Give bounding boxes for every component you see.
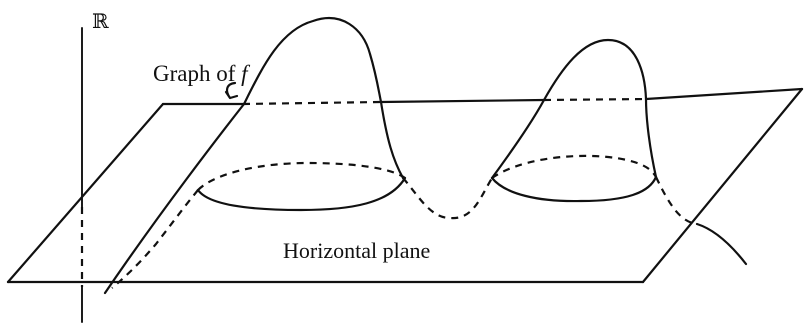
- horizontal-plane-label: Horizontal plane: [283, 238, 431, 263]
- plane-back-edge-hidden-2: [543, 97, 647, 102]
- right-ellipse-front: [490, 175, 658, 203]
- right-ellipse-back: [491, 154, 657, 179]
- graph-of-prefix: Graph of: [153, 61, 242, 86]
- graph-left-hidden-lower: [111, 189, 199, 289]
- function-variable: f: [241, 61, 248, 86]
- graph-valley-hidden: [402, 177, 493, 220]
- graph-left-descent: [379, 100, 405, 180]
- plane-back-edge-hidden-1: [242, 100, 382, 106]
- plane-back-edge-right: [644, 87, 804, 101]
- graph-right-rising: [490, 98, 546, 180]
- graph-of-f-label: Graph of f: [153, 62, 248, 85]
- graph-right-peak: [542, 38, 648, 102]
- graph-pointer-arrow: [224, 81, 239, 100]
- graph-left-rising-visible: [103, 102, 246, 295]
- left-ellipse-back: [197, 161, 406, 191]
- graph-right-hidden-tail: [655, 176, 698, 226]
- real-axis-label: ℝ: [92, 11, 109, 33]
- graph-right-descent: [644, 97, 658, 179]
- graph-right-visible-tail: [695, 222, 748, 266]
- plane-right-edge: [641, 87, 804, 284]
- plane-left-edge: [6, 102, 165, 284]
- left-ellipse-front: [196, 176, 407, 212]
- graph-left-peak: [242, 17, 383, 106]
- plane-back-edge-middle: [379, 98, 546, 104]
